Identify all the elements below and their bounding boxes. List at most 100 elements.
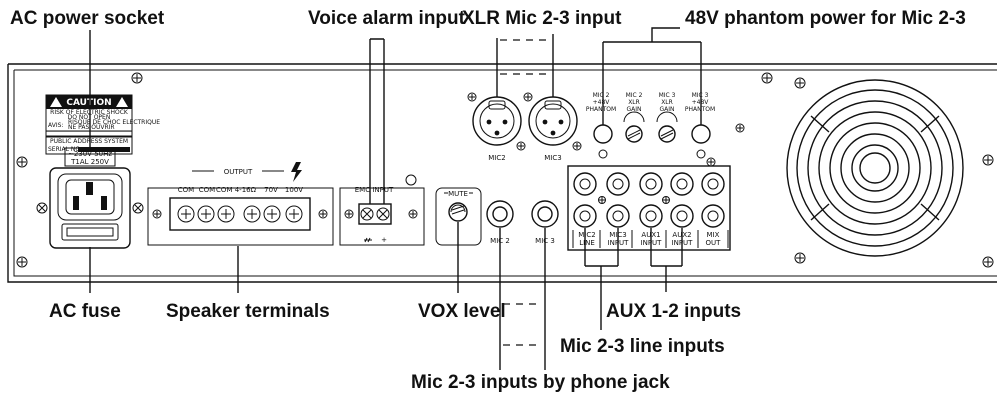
rca-jack <box>606 172 630 196</box>
terminal-screw-icon <box>243 205 261 223</box>
mic2-xlr-label: MIC2 <box>488 154 505 162</box>
emc-label: EMC INPUT <box>355 186 394 194</box>
system-name: PUBLIC ADDRESS SYSTEM <box>50 138 128 145</box>
ctrl-1-line-1: MIC 2 <box>593 92 610 99</box>
rca-jack <box>701 172 725 196</box>
rca-jack <box>573 172 597 196</box>
xlr-screw-icon <box>523 92 533 102</box>
panel-screw-icon <box>761 72 773 84</box>
callout-vox-level: VOX level <box>418 301 506 322</box>
ctrl-1-line-2: +48V <box>593 99 611 106</box>
ctrl-2-line-1: MIC 2 <box>626 92 643 99</box>
avis-text2: NE PAS OUVRIR <box>68 124 115 131</box>
rca-jack <box>606 204 630 228</box>
callout-ac-fuse: AC fuse <box>49 301 121 322</box>
ctrl-3-line-3: GAIN <box>659 106 674 113</box>
cooling-fan <box>786 77 964 264</box>
gain-knob-mic2 <box>623 111 645 143</box>
terminal-label-1: COM <box>178 186 194 194</box>
terminal-screw-icon <box>197 205 215 223</box>
callout-phantom: 48V phantom power for Mic 2-3 <box>685 8 966 29</box>
rca-label-1-line-1: MIC2 <box>578 231 595 239</box>
ctrl-4-line-3: PHANTOM <box>685 106 715 113</box>
chassis-screw-icon <box>131 72 143 84</box>
xlr-screw-icon <box>467 92 477 102</box>
xlr-screw-icon <box>516 141 526 151</box>
rca-jack <box>573 204 597 228</box>
mic-controls: MIC 2 +48V PHANTOM MIC 2 XLR GAIN MIC 3 … <box>586 72 773 167</box>
panel-screw-icon <box>318 209 328 219</box>
callout-phone-jack: Mic 2-3 inputs by phone jack <box>411 372 670 393</box>
ctrl-4-line-1: MIC 3 <box>692 92 709 99</box>
rca-jack <box>639 172 663 196</box>
ac-power-socket: ~230V 50Hz T1AL 250V <box>36 147 144 249</box>
mute-label: MUTE <box>448 190 468 198</box>
panel-screw-icon <box>706 157 716 167</box>
fuse-rating-label: T1AL 250V <box>70 158 109 166</box>
terminal-screw-icon <box>177 205 195 223</box>
rca-label-1-line-2: LINE <box>579 239 595 247</box>
terminal-screw-icon <box>217 205 235 223</box>
ctrl-3-line-2: XLR <box>661 99 673 106</box>
terminal-screw-icon <box>263 205 281 223</box>
panel-screw-icon <box>735 123 745 133</box>
callout-labels: AC power socket Voice alarm input XLR Mi… <box>10 8 966 393</box>
panel-screw-icon <box>344 209 354 219</box>
voltage-label: ~230V 50Hz <box>68 150 112 158</box>
chassis-screw-icon <box>982 154 994 166</box>
callout-speaker-terminals: Speaker terminals <box>166 301 330 322</box>
terminal-screw-icon <box>285 205 303 223</box>
avis-text1: RISQUE DE CHOC ELECTRIQUE <box>68 119 160 126</box>
caution-line2: DO NOT OPEN <box>68 114 111 121</box>
chassis-screw-icon <box>16 256 28 268</box>
rca-jack <box>670 172 694 196</box>
rca-label-5-line-2: OUT <box>706 239 722 247</box>
chassis-screw-icon <box>982 256 994 268</box>
avis-label: AVIS: <box>48 122 63 129</box>
chassis <box>7 63 997 283</box>
lightning-icon <box>291 162 302 182</box>
emc-plus-label: + <box>381 236 387 244</box>
panel-screw-icon <box>794 77 806 89</box>
xlr-mic2: MIC2 <box>467 92 526 162</box>
rca-jack <box>670 204 694 228</box>
xlr-screw-icon <box>572 141 582 151</box>
emc-screw-icon <box>360 207 374 221</box>
panel-screw-icon <box>408 209 418 219</box>
rca-jack <box>701 204 725 228</box>
phantom-switch-mic3 <box>691 124 711 159</box>
callout-voice-alarm: Voice alarm input <box>308 8 466 29</box>
ground-icon <box>364 237 372 243</box>
callout-ac-power-socket: AC power socket <box>10 8 165 29</box>
rca-block: MIC2 LINE MIC3 INPUT AUX1 INPUT AUX2 INP… <box>567 165 731 251</box>
socket-screw-icon <box>36 202 48 214</box>
ctrl-2-line-2: XLR <box>628 99 640 106</box>
rca-screw-icon <box>598 196 606 204</box>
output-label: OUTPUT <box>224 168 253 176</box>
phantom-switch-mic2 <box>593 124 613 159</box>
xlr-mic3: MIC3 <box>523 92 582 162</box>
caution-title: CAUTION <box>66 98 111 108</box>
emc-screw-icon <box>376 207 390 221</box>
terminal-label-5: 100V <box>285 186 303 194</box>
panel-screw-icon <box>152 209 162 219</box>
caution-label: CAUTION RISK OF ELECTRIC SHOCK DO NOT OP… <box>45 94 160 138</box>
socket-screw-icon <box>132 202 144 214</box>
rca-label-5-line-1: MIX <box>707 231 720 239</box>
gain-knob-mic3 <box>656 111 678 143</box>
terminal-label-3: COM 4-16Ω <box>216 186 257 194</box>
terminal-label-2: COM <box>199 186 215 194</box>
rca-jack <box>639 204 663 228</box>
callout-lines <box>89 27 702 370</box>
rca-screw-icon <box>662 196 670 204</box>
mic3-xlr-label: MIC3 <box>544 154 561 162</box>
ctrl-3-line-1: MIC 3 <box>659 92 676 99</box>
callout-line-inputs: Mic 2-3 line inputs <box>560 336 725 357</box>
emc-input: EMC INPUT + <box>339 174 425 246</box>
ctrl-2-line-3: GAIN <box>626 106 641 113</box>
chassis-screw-icon <box>16 156 28 168</box>
callout-aux-inputs: AUX 1-2 inputs <box>606 301 741 322</box>
ctrl-1-line-3: PHANTOM <box>586 106 616 113</box>
terminal-label-4: 70V <box>264 186 278 194</box>
